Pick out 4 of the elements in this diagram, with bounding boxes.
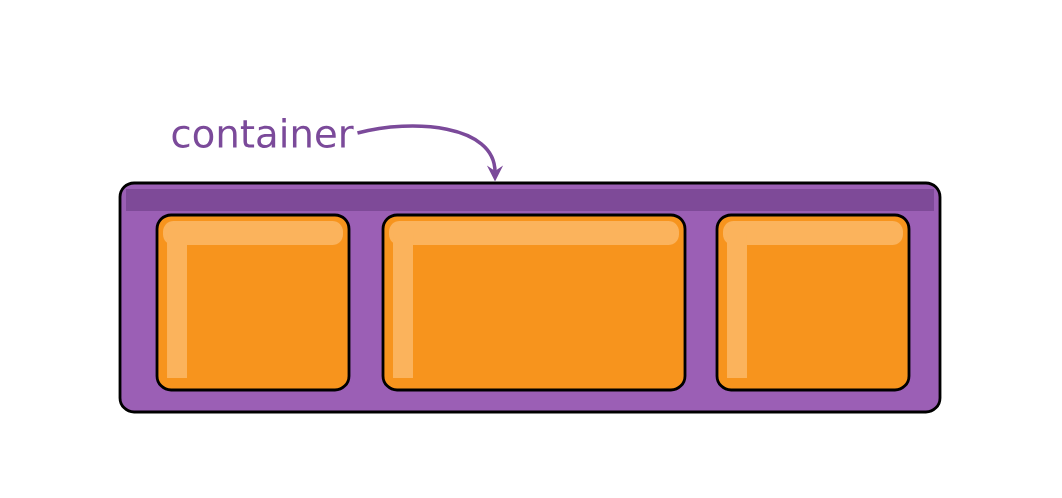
item-box: [715, 213, 911, 392]
item-box: [155, 213, 351, 392]
label-text: container: [172, 118, 354, 148]
item-box: [381, 213, 687, 392]
